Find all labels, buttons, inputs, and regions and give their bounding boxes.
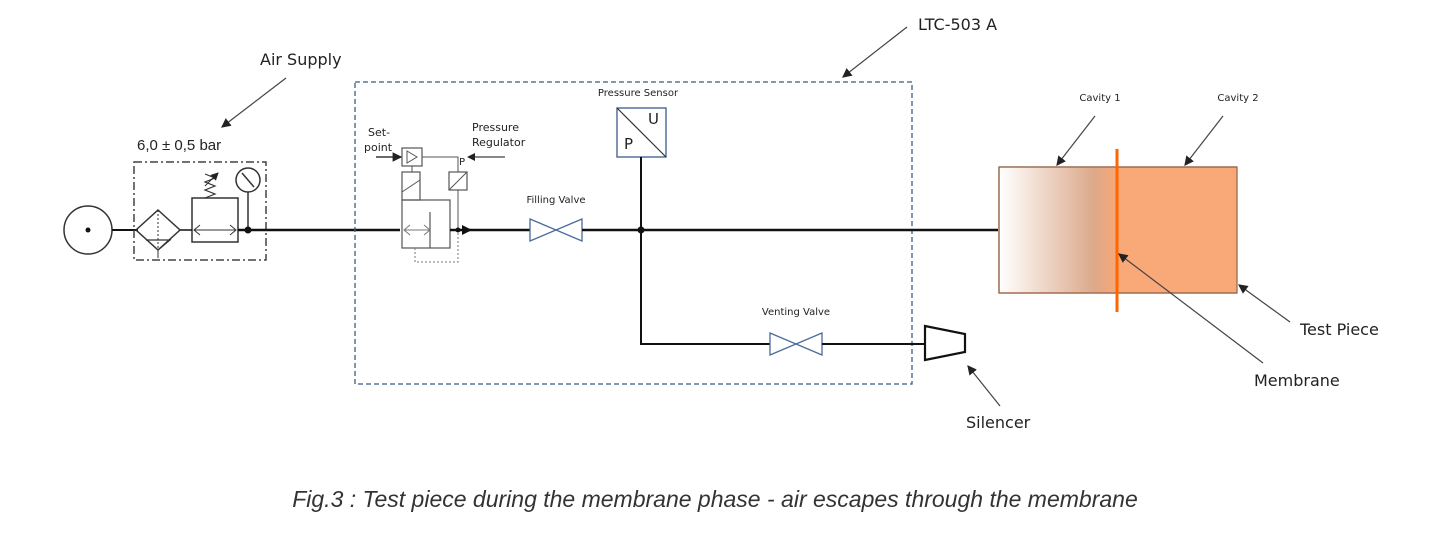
setpoint-label-2: point [364,141,393,154]
regulator-p-label: P [459,157,465,168]
pressure-regulator-label-1: Pressure [472,121,519,134]
pressure-sensor-label: Pressure Sensor [598,88,679,99]
supply-regulator-icon [191,172,239,243]
pressure-spec-label: 6,0 ± 0,5 bar [137,137,221,154]
silencer-pointer-arrow [967,365,1001,407]
cavity1-label: Cavity 1 [1079,93,1120,104]
silencer-label: Silencer [966,413,1031,432]
pressure-regulator-label-2: Regulator [472,136,526,149]
proportional-valve-icon [401,147,468,263]
membrane-label: Membrane [1254,371,1340,390]
venting-valve-icon[interactable] [769,332,823,356]
sensor-p-label: P [624,135,633,153]
instrument-label: LTC-503 A [918,15,997,34]
silencer-icon [923,324,967,362]
test-piece-pointer-arrow [1238,284,1291,323]
filling-valve-icon[interactable] [529,218,583,242]
cavity2-label: Cavity 2 [1217,93,1258,104]
filling-valve-label: Filling Valve [526,195,585,206]
air-supply-unit-box [133,161,267,261]
membrane-pointer-arrow [1118,253,1264,364]
air-source-icon [63,205,113,255]
sensor-u-label: U [648,110,659,128]
instrument-pointer-arrow [842,26,908,78]
filter-icon [134,208,182,258]
instrument-box [354,81,913,385]
cavity2-pointer-arrow [1184,115,1224,166]
venting-valve-label: Venting Valve [762,307,830,318]
junction-dot [455,227,461,233]
main-junction-dot [637,226,645,234]
pressure-gauge-icon [235,167,261,234]
test-piece-label: Test Piece [1299,320,1379,339]
air-supply-label: Air Supply [260,50,342,69]
figure-caption: Fig.3 : Test piece during the membrane p… [292,486,1138,512]
setpoint-label-1: Set- [368,126,390,139]
flow-arrow-icon [462,225,472,235]
air-supply-pointer-arrow [221,77,287,128]
cavity1-pointer-arrow [1056,115,1096,166]
